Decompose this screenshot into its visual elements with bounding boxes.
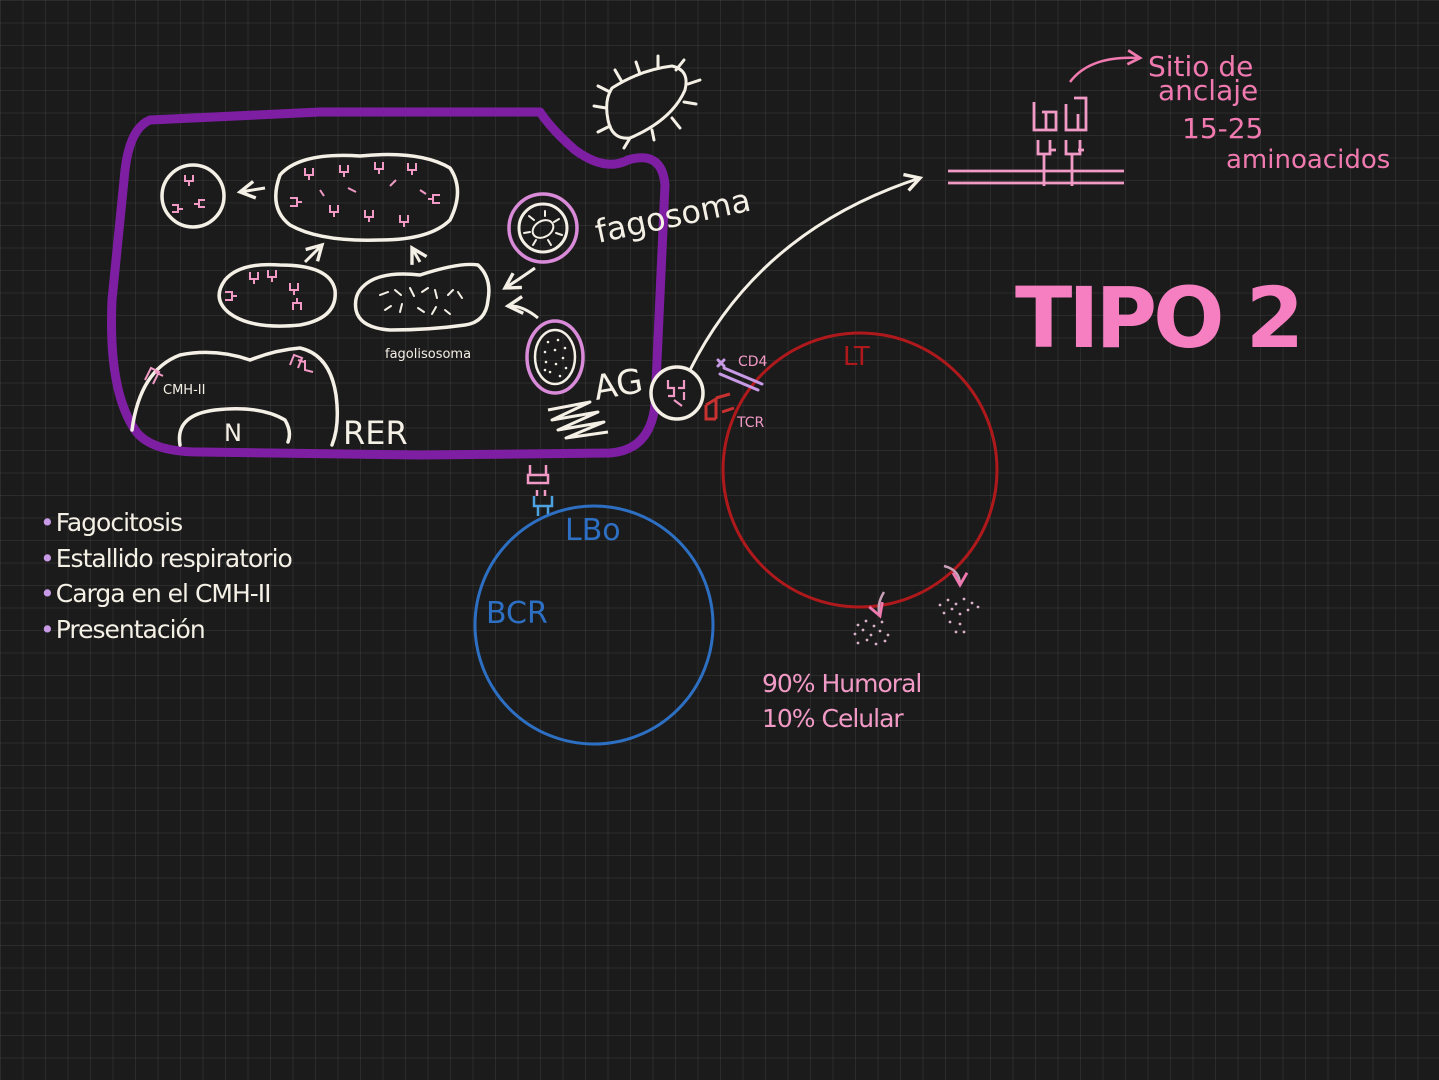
anchor-site-label-line1: Sitio de [1148, 50, 1253, 83]
phagolysosome [353, 262, 491, 332]
phagolysosome-label: fagolisosoma [385, 347, 471, 362]
cellular-percentage: 10% Celular [762, 704, 904, 733]
mhc-marker-rer-right [289, 353, 314, 373]
arrow-cytokine-left [868, 591, 886, 619]
nucleus-label: N [224, 419, 242, 447]
cytokine-cloud-left [853, 619, 890, 646]
bullet-dot-icon: • [40, 543, 55, 573]
bcr-label: BCR [486, 596, 548, 631]
mhc-vesicle [217, 262, 337, 328]
anchor-site-label-line2: anclaje [1158, 74, 1258, 107]
cytokine-cloud-right [938, 597, 980, 634]
golgi-icon [547, 400, 609, 440]
tcr-receptor [704, 392, 735, 421]
bullet-dot-icon: • [40, 579, 55, 608]
amino-count-label: 15-25 [1182, 112, 1263, 145]
arrow-vesicle-left [236, 180, 266, 200]
arrow-cytokine-right [943, 564, 969, 588]
mhc-antigen-complex-surface [649, 365, 705, 421]
membrane-anchor [948, 96, 1124, 186]
mhc-label: CMH-II [163, 383, 205, 398]
process-steps-list: •Fagocitosis •Estallido respiratorio •Ca… [40, 505, 293, 648]
step-item: •Carga en el CMH-II [40, 576, 292, 612]
endosome-mhc-vesicle [160, 163, 226, 229]
bullet-dot-icon: • [40, 614, 55, 644]
arrow-up-center [410, 245, 428, 265]
mhc-loading-compartment [274, 152, 460, 242]
cd4-label: CD4 [738, 354, 768, 370]
arrow-to-anchor-site [688, 172, 924, 371]
step-label: Fagocitosis [55, 508, 183, 537]
tcr-label: TCR [736, 415, 765, 431]
t-cell [721, 331, 999, 609]
step-label: Presentación [55, 614, 206, 644]
phagosome [507, 192, 579, 264]
b-cell-label: LBo [565, 513, 621, 548]
rer-label: RER [343, 414, 408, 452]
antigen-granule [525, 319, 585, 395]
arrow-phagosome-to-phagolysosome [502, 266, 536, 290]
arrow-anchor-label [1068, 49, 1143, 83]
type-title: TIPO 2 [1015, 269, 1300, 367]
step-label: Carga en el CMH-II [55, 579, 272, 608]
arrow-up-left [303, 242, 325, 264]
amino-word-label: aminoacidos [1226, 145, 1390, 175]
step-label: Estallido respiratorio [55, 543, 293, 573]
response-split: 90% Humoral 10% Celular [762, 666, 922, 736]
humoral-percentage: 90% Humoral [762, 669, 922, 698]
cd4-coreceptor [716, 358, 764, 392]
mhc-bcr-bridge [526, 465, 554, 516]
mhc-marker-rer-left [144, 366, 164, 385]
step-item: •Presentación [40, 612, 292, 648]
apc-cell-membrane [107, 107, 670, 460]
antigen-label: AG [591, 361, 646, 409]
step-item: •Estallido respiratorio [40, 541, 293, 577]
b-cell [473, 504, 715, 746]
phagosome-label: fagosoma [592, 181, 754, 251]
bullet-dot-icon: • [40, 508, 55, 537]
bacterium-icon [592, 54, 702, 150]
step-item: •Fagocitosis [40, 505, 292, 541]
t-cell-label: LT [843, 342, 870, 372]
arrow-granule-to-phagolysosome [504, 295, 539, 320]
nucleus-rer [130, 346, 340, 447]
